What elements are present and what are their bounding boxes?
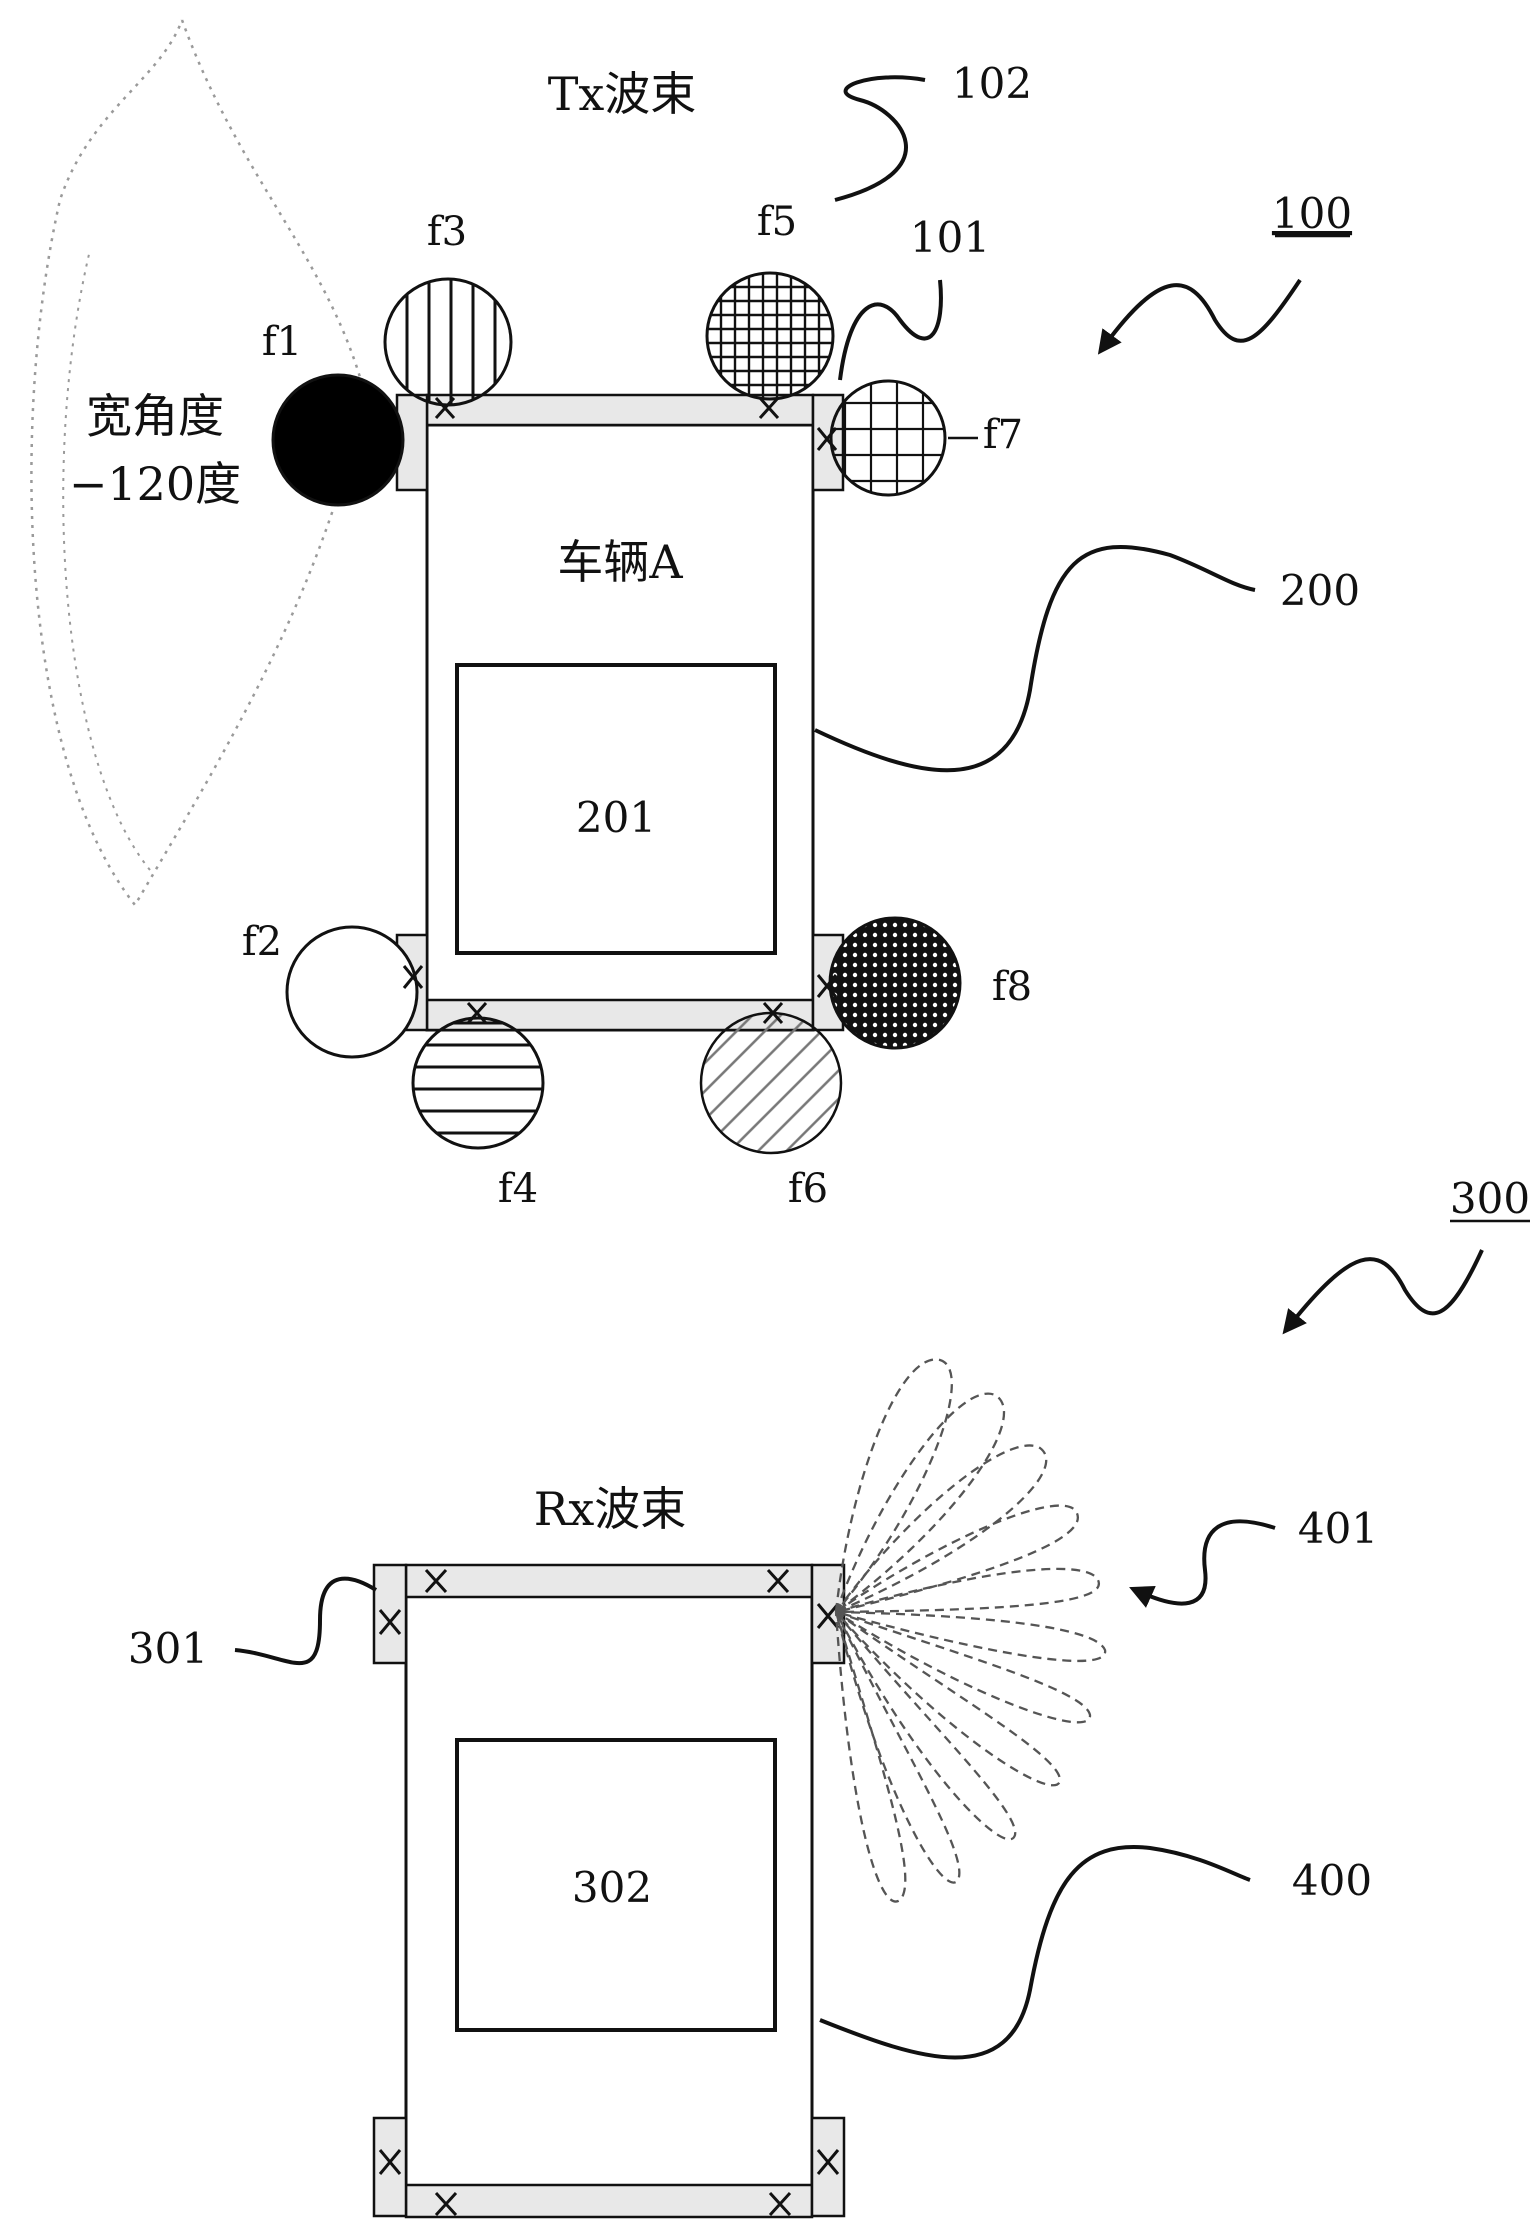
rx-top-panel [404, 1563, 814, 1599]
antenna-f1 [271, 373, 405, 507]
label-f4: f4 [498, 1166, 538, 1212]
antenna-f6 [699, 1011, 843, 1155]
label-f3: f3 [427, 209, 467, 255]
ref-301: 301 [128, 1624, 208, 1673]
tx-system: 201 车辆A f1 f3 f5 f7 f2 f4 f6 f8 [30, 19, 1360, 1212]
ref-101: 101 [910, 213, 990, 262]
leader-200 [814, 545, 1256, 773]
rx-left-bottom-panel [372, 2116, 408, 2218]
ref-401: 401 [1298, 1504, 1378, 1553]
rx-system: 300 Rx波束 302 [128, 1174, 1530, 2219]
rx-right-bottom-panel [810, 2116, 846, 2218]
inner-box-201 [455, 663, 777, 955]
label-f7: f7 [983, 412, 1023, 458]
leader-400 [819, 1845, 1251, 2060]
leader-301 [234, 1576, 378, 1666]
label-f1: f1 [262, 319, 302, 365]
label-f5: f5 [757, 199, 797, 245]
antenna-f7 [829, 379, 947, 497]
ref-100: 100 [1272, 189, 1352, 238]
wide-angle-label-line2: −120度 [69, 457, 241, 511]
leader-300 [1282, 1249, 1484, 1335]
inner-box-201-label: 201 [576, 793, 656, 842]
leader-102 [834, 75, 926, 202]
label-f8: f8 [992, 964, 1032, 1010]
rx-beam-title: Rx波束 [534, 1482, 687, 1536]
rx-element-markers [378, 1568, 840, 2217]
wide-angle-beam-inner [62, 249, 151, 871]
ref-300: 300 [1450, 1174, 1530, 1223]
label-f6: f6 [788, 1166, 828, 1212]
antenna-f3 [383, 277, 513, 407]
antenna-f8 [828, 916, 962, 1050]
rx-left-top-panel [372, 1563, 408, 1665]
antenna-f5 [705, 271, 835, 401]
tx-beam-title: Tx波束 [548, 67, 697, 121]
rx-beam-fan [834, 1358, 1107, 1903]
wide-angle-label-line1: 宽角度 [86, 389, 224, 443]
leader-100 [1097, 278, 1302, 355]
ref-102: 102 [952, 59, 1032, 108]
ref-200: 200 [1280, 566, 1360, 615]
label-f2: f2 [242, 919, 282, 965]
inner-box-302-label: 302 [572, 1863, 652, 1912]
antenna-f4 [411, 1016, 545, 1150]
inner-box-302 [455, 1738, 777, 2032]
tx-element-markers [402, 396, 838, 1025]
ref-400: 400 [1292, 1856, 1372, 1905]
tx-top-panel [425, 393, 815, 427]
leader-101 [838, 279, 943, 381]
vehicle-a-label: 车辆A [557, 535, 683, 589]
leader-401 [1129, 1519, 1276, 1608]
rx-bottom-panel [404, 2183, 814, 2219]
wide-angle-beam [30, 19, 367, 908]
antenna-f2 [285, 925, 419, 1059]
